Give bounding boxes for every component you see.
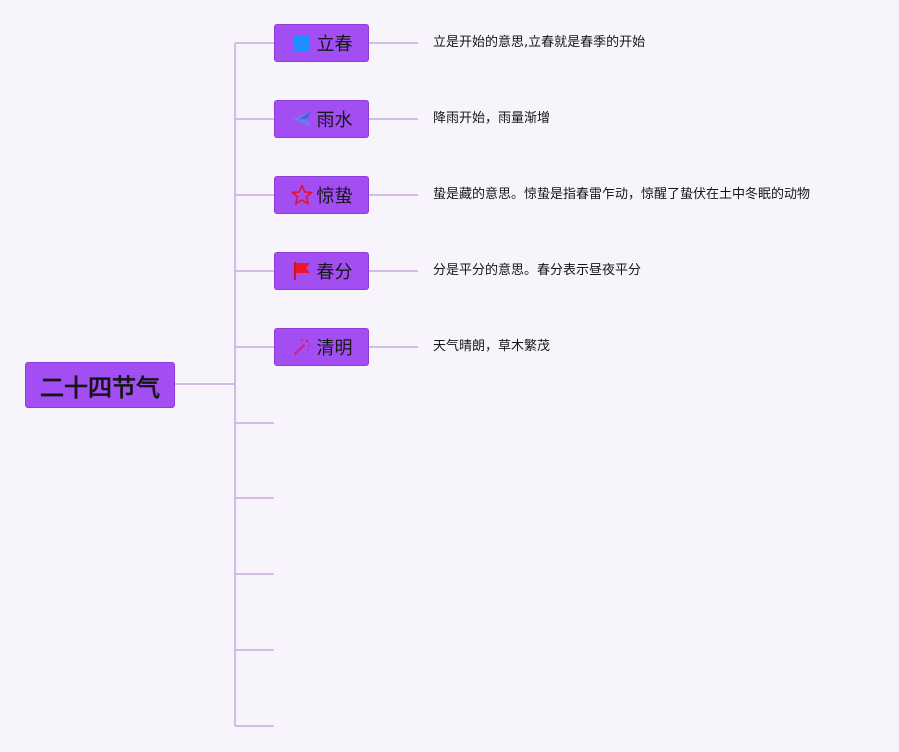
branch-label: 立春 (316, 34, 353, 55)
branch-description[interactable]: 立是开始的意思,立春就是春季的开始 (433, 35, 646, 50)
root-topic-node[interactable]: 二十四节气 (25, 362, 175, 408)
branch-node-lichun[interactable]: 立春 (274, 24, 369, 62)
branch-description[interactable]: 天气晴朗，草木繁茂 (433, 339, 551, 354)
branch-description[interactable]: 分是平分的意思。春分表示昼夜平分 (433, 263, 642, 278)
root-topic-label: 二十四节气 (40, 373, 160, 402)
branch-description[interactable]: 降雨开始，雨量渐增 (433, 111, 551, 126)
branch-node-jingzhe[interactable]: 惊蛰 (274, 176, 369, 214)
branch-node-qingming[interactable]: 清明 (274, 328, 369, 366)
branch-label: 清明 (316, 338, 353, 359)
branch-label: 春分 (316, 262, 353, 283)
branch-label: 雨水 (316, 110, 353, 131)
red-flag-icon (291, 260, 313, 282)
branch-description[interactable]: 蛰是藏的意思。惊蛰是指春雷乍动，惊醒了蛰伏在土中冬眠的动物 (433, 187, 811, 202)
branch-node-yushui[interactable]: 雨水 (274, 100, 369, 138)
magic-wand-icon (291, 336, 313, 358)
branch-label: 惊蛰 (316, 186, 353, 207)
blue-square-icon (291, 32, 313, 54)
star-outline-icon (290, 184, 313, 206)
paper-plane-icon (291, 108, 313, 130)
branch-node-chunfen[interactable]: 春分 (274, 252, 369, 290)
